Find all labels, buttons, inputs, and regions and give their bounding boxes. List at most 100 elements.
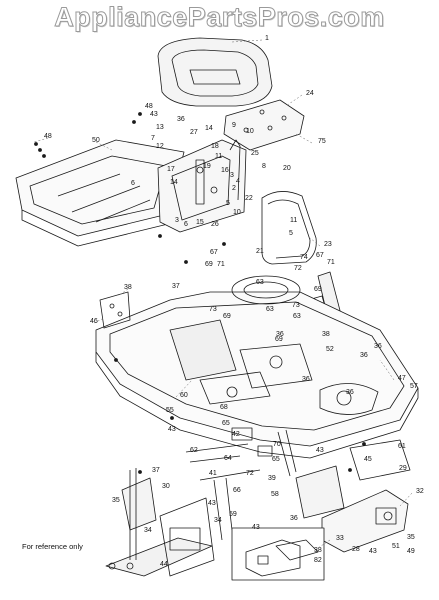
callout-34: 34 xyxy=(144,527,152,534)
linkage-drawing xyxy=(185,427,297,541)
callout-33: 33 xyxy=(336,535,344,542)
callout-2: 2 xyxy=(232,185,236,192)
callout-73: 73 xyxy=(292,302,300,309)
callout-69: 69 xyxy=(314,286,322,293)
callout-60: 60 xyxy=(180,392,188,399)
callout-14: 14 xyxy=(170,179,178,186)
callout-41: 41 xyxy=(209,470,217,477)
callout-44: 44 xyxy=(160,561,168,568)
callout-43: 43 xyxy=(316,447,324,454)
callout-6: 6 xyxy=(131,180,135,187)
callout-1: 1 xyxy=(265,35,269,42)
callout-70: 70 xyxy=(273,441,281,448)
callout-29: 29 xyxy=(399,465,407,472)
callout-48: 48 xyxy=(145,103,153,110)
callout-67: 67 xyxy=(210,249,218,256)
callout-55: 55 xyxy=(166,407,174,414)
callout-14: 14 xyxy=(205,125,213,132)
callout-43: 43 xyxy=(208,500,216,507)
callout-21: 21 xyxy=(256,248,264,255)
callout-52: 52 xyxy=(326,346,334,353)
callout-36: 36 xyxy=(346,389,354,396)
inset-detail-drawing xyxy=(231,527,325,581)
callout-64: 64 xyxy=(224,455,232,462)
callout-17: 17 xyxy=(167,166,175,173)
callout-72: 72 xyxy=(294,265,302,272)
callout-37: 37 xyxy=(172,283,180,290)
callout-73: 73 xyxy=(209,306,217,313)
callout-8: 8 xyxy=(262,163,266,170)
callout-66: 66 xyxy=(233,487,241,494)
seat-bracket-drawing xyxy=(223,99,305,151)
seat-drawing xyxy=(157,37,273,107)
callout-24: 24 xyxy=(306,90,314,97)
callout-23: 23 xyxy=(324,241,332,248)
callout-36: 36 xyxy=(302,376,310,383)
callout-34: 34 xyxy=(214,517,222,524)
callout-10: 10 xyxy=(246,128,254,135)
callout-11: 11 xyxy=(290,217,297,224)
callout-5: 5 xyxy=(226,200,230,207)
callout-3: 3 xyxy=(175,217,179,224)
callout-71: 71 xyxy=(217,261,225,268)
callout-9: 9 xyxy=(232,122,236,129)
callout-20: 20 xyxy=(283,165,291,172)
callout-51: 51 xyxy=(392,543,400,550)
callout-36: 36 xyxy=(360,352,368,359)
callout-69: 69 xyxy=(223,313,231,320)
callout-42: 42 xyxy=(232,431,240,438)
callout-69: 69 xyxy=(205,261,213,268)
callout-57: 57 xyxy=(410,383,418,390)
callout-26: 26 xyxy=(211,221,219,228)
callout-13: 13 xyxy=(156,124,164,131)
callout-38: 38 xyxy=(314,547,322,554)
callout-59: 59 xyxy=(229,511,237,518)
callout-36: 36 xyxy=(290,515,298,522)
callout-63: 63 xyxy=(256,279,264,286)
callout-65: 65 xyxy=(272,456,280,463)
callout-36: 36 xyxy=(374,343,382,350)
callout-46: 46 xyxy=(90,318,98,325)
callout-38: 38 xyxy=(322,331,330,338)
callout-50: 50 xyxy=(92,137,100,144)
callout-43: 43 xyxy=(150,111,158,118)
callout-7: 7 xyxy=(151,135,155,142)
reference-note: For reference only xyxy=(22,542,83,551)
callout-5: 5 xyxy=(289,230,293,237)
callout-27: 27 xyxy=(190,129,198,136)
callout-32: 32 xyxy=(416,488,424,495)
callout-35: 35 xyxy=(407,534,415,541)
rear-bracket-drawing xyxy=(295,439,411,553)
callout-69: 69 xyxy=(275,336,283,343)
callout-38: 38 xyxy=(124,284,132,291)
frame-drawing xyxy=(95,275,419,459)
callout-63: 63 xyxy=(266,306,274,313)
callout-72: 72 xyxy=(246,470,254,477)
hardware-markers xyxy=(34,112,366,474)
callout-19: 19 xyxy=(203,163,211,170)
callout-37: 37 xyxy=(152,467,160,474)
leader-lines xyxy=(33,39,413,549)
callout-4: 4 xyxy=(236,178,240,185)
callout-25: 25 xyxy=(251,150,259,157)
callout-6: 6 xyxy=(184,221,188,228)
callout-11: 11 xyxy=(215,153,222,160)
callout-43: 43 xyxy=(168,426,176,433)
callout-22: 22 xyxy=(245,195,253,202)
callout-65: 65 xyxy=(222,420,230,427)
callout-71: 71 xyxy=(327,259,335,266)
callout-62: 62 xyxy=(190,447,198,454)
callout-43: 43 xyxy=(252,524,260,531)
callout-15: 15 xyxy=(196,219,204,226)
callout-47: 47 xyxy=(398,375,406,382)
callout-35: 35 xyxy=(112,497,120,504)
callout-36: 36 xyxy=(276,331,284,338)
callout-36: 36 xyxy=(177,116,185,123)
callout-30: 30 xyxy=(162,483,170,490)
callout-12: 12 xyxy=(156,143,164,150)
callout-48: 48 xyxy=(44,133,52,140)
callout-82: 82 xyxy=(314,557,322,564)
